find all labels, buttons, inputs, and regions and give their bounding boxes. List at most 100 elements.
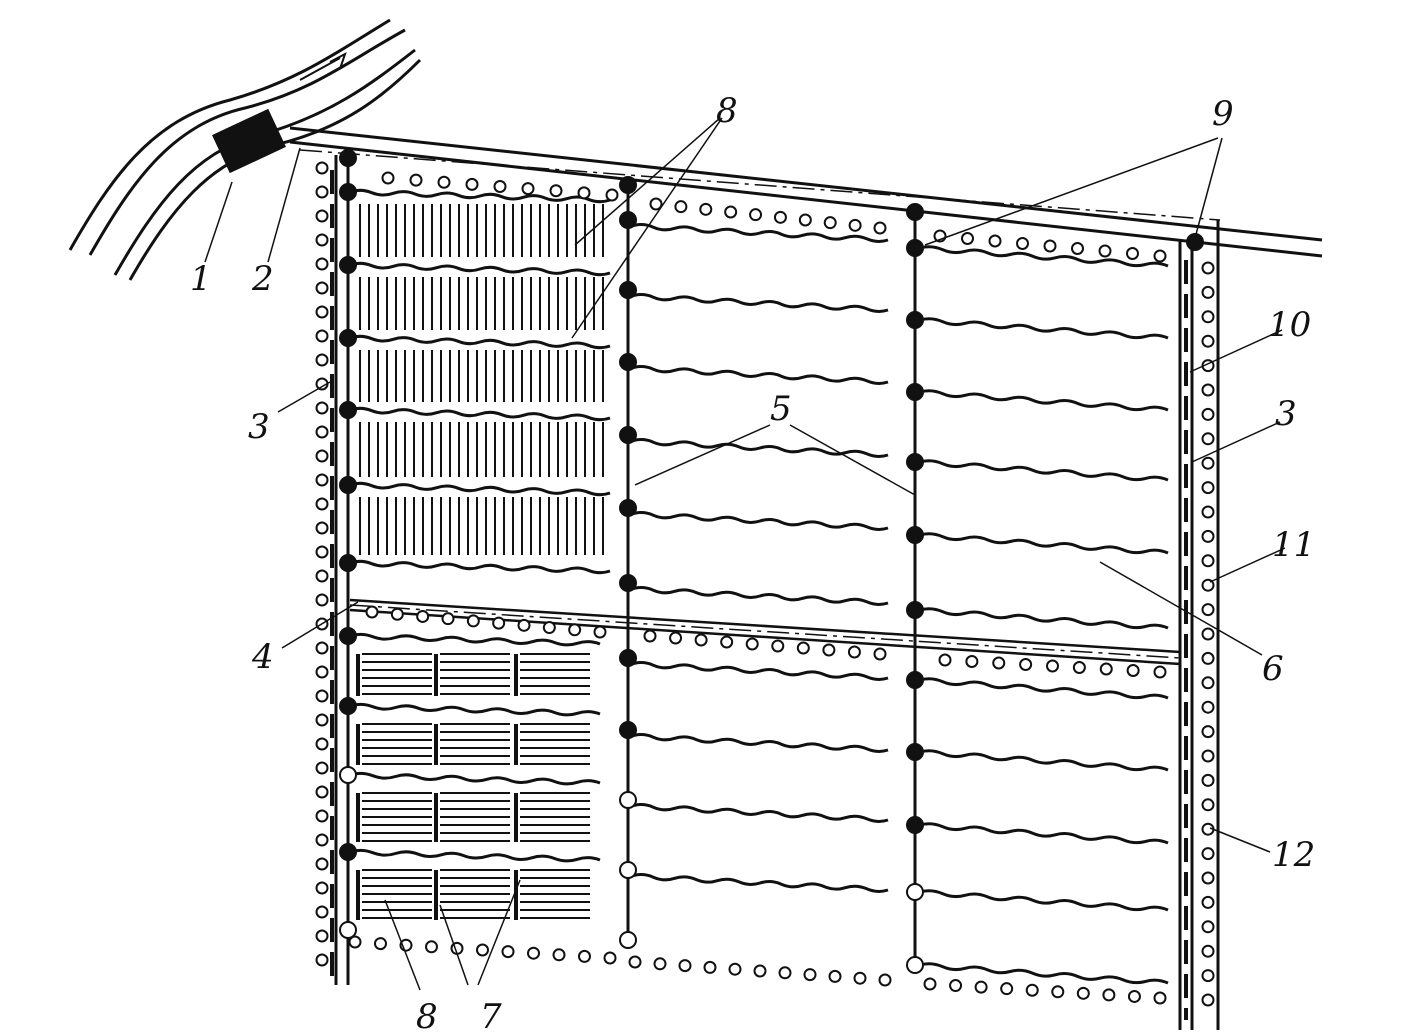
tree-circle xyxy=(653,957,667,971)
sprinkler-line xyxy=(631,293,889,313)
tree-circle xyxy=(778,966,792,980)
tree-circle xyxy=(365,605,379,619)
tree-circle xyxy=(823,216,837,230)
hydrant xyxy=(619,426,637,444)
tree-circle xyxy=(1051,985,1065,999)
tree-circle xyxy=(992,656,1006,670)
tree-circle xyxy=(315,905,329,919)
tree-circle xyxy=(873,221,887,235)
hydrant xyxy=(339,921,357,939)
tree-circle xyxy=(549,184,563,198)
hydrant xyxy=(906,816,924,834)
tree-circle xyxy=(753,964,767,978)
hydrant xyxy=(339,329,357,347)
tree-circle xyxy=(1102,988,1116,1002)
tree-circle xyxy=(1099,662,1113,676)
sprinkler-line xyxy=(349,559,611,575)
sprinkler-line xyxy=(631,661,889,681)
tree-circle xyxy=(315,929,329,943)
tree-circle xyxy=(1201,651,1215,665)
tree-circle xyxy=(1201,749,1215,763)
tree-circle xyxy=(1025,983,1039,997)
tree-circle xyxy=(1201,725,1215,739)
tree-circle xyxy=(315,761,329,775)
tree-circle xyxy=(315,521,329,535)
label-8-top: 8 xyxy=(716,91,738,131)
tree-circle xyxy=(1201,481,1215,495)
tree-circle xyxy=(720,635,734,649)
tree-circle xyxy=(1019,658,1033,671)
hydrant xyxy=(619,861,637,879)
sprinkler-line xyxy=(631,223,889,243)
hydrant xyxy=(906,453,924,471)
hydrant xyxy=(339,149,357,167)
tree-circle xyxy=(1201,847,1215,861)
pump-station xyxy=(212,108,286,174)
tree-circle xyxy=(873,647,887,661)
hydrant xyxy=(906,239,924,257)
sprinkler-line xyxy=(349,848,601,863)
sprinkler-line xyxy=(631,873,889,893)
hydrant xyxy=(339,183,357,201)
tree-circle xyxy=(1201,407,1215,421)
hydrant xyxy=(619,791,637,809)
tree-circle xyxy=(425,940,438,954)
tree-circle xyxy=(437,175,451,189)
hydrant xyxy=(339,843,357,861)
tree-circle xyxy=(527,946,540,960)
hydrant xyxy=(339,476,357,494)
hydrant xyxy=(1186,233,1204,251)
tree-circle xyxy=(1201,432,1215,446)
generated-marks xyxy=(315,149,1215,1007)
label-10: 10 xyxy=(1268,305,1311,345)
tree-circle xyxy=(1201,261,1215,275)
tree-circle xyxy=(315,665,329,679)
label-8-bottom: 8 xyxy=(416,997,438,1036)
tree-circle xyxy=(501,945,515,959)
tree-circle xyxy=(577,186,591,200)
tree-circle xyxy=(749,208,763,222)
tree-circle xyxy=(1043,239,1057,253)
sprinkler-line xyxy=(349,406,611,422)
tree-circle xyxy=(798,213,812,227)
tree-circle xyxy=(1072,661,1086,674)
hydrant xyxy=(906,883,924,901)
tree-circle xyxy=(521,182,535,196)
tree-circle xyxy=(1201,554,1215,568)
tree-circle xyxy=(493,180,507,193)
tree-circle xyxy=(1201,798,1215,812)
tree-circle xyxy=(678,959,692,973)
tree-circle xyxy=(669,631,683,645)
tree-circle xyxy=(315,497,329,511)
sprinkler-line xyxy=(631,365,889,385)
tree-circle xyxy=(699,202,713,216)
tree-circle xyxy=(465,177,479,191)
tree-circle xyxy=(1201,334,1215,348)
tree-circle xyxy=(1201,871,1215,885)
main-canal-axis xyxy=(299,149,1221,221)
tree-circle xyxy=(1153,991,1167,1005)
tree-circle xyxy=(1098,244,1112,258)
tree-circle xyxy=(1201,310,1215,324)
tree-circle xyxy=(643,629,657,643)
tree-circle xyxy=(315,305,329,319)
tree-circle xyxy=(466,614,480,628)
tree-circle xyxy=(1201,285,1215,299)
hydrant xyxy=(619,499,637,517)
label-4: 4 xyxy=(251,637,274,677)
tree-circle xyxy=(1127,989,1141,1003)
sprinkler-line xyxy=(919,317,1169,340)
hydrant xyxy=(906,526,924,544)
hydrant xyxy=(619,721,637,739)
tree-circle xyxy=(1016,237,1029,250)
hydrant xyxy=(619,931,637,949)
hydrant xyxy=(619,176,637,194)
label-1: 1 xyxy=(190,259,212,299)
tree-circle xyxy=(605,188,619,202)
tree-circle xyxy=(315,953,329,967)
hydrant xyxy=(619,211,637,229)
tree-circle xyxy=(923,977,937,991)
tree-circle xyxy=(1201,456,1215,470)
label-2: 2 xyxy=(251,259,274,299)
sprinkler-line xyxy=(349,334,611,350)
